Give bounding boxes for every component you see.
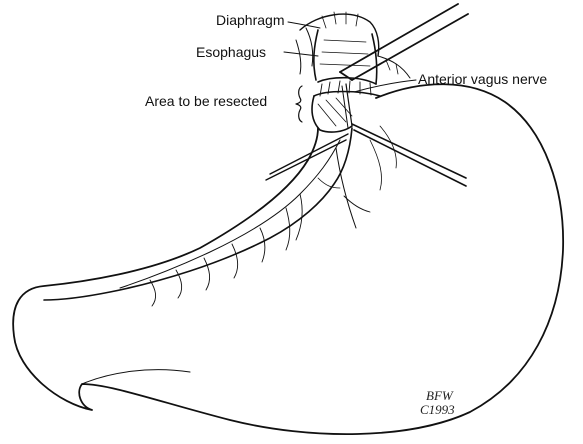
label-diaphragm: Diaphragm — [216, 12, 284, 28]
diaphragm-drawing — [296, 12, 410, 78]
label-anterior-vagus-nerve: Anterior vagus nerve — [418, 71, 547, 87]
stomach-outline — [13, 84, 563, 434]
leader-lines — [284, 22, 416, 122]
signature-initials: BFW — [426, 388, 454, 403]
artist-signature: BFW C1993 — [420, 388, 455, 417]
retractor-drawing — [340, 4, 468, 186]
label-esophagus: Esophagus — [196, 44, 266, 60]
label-area-to-be-resected: Area to be resected — [145, 93, 267, 109]
signature-year: C1993 — [420, 402, 455, 417]
